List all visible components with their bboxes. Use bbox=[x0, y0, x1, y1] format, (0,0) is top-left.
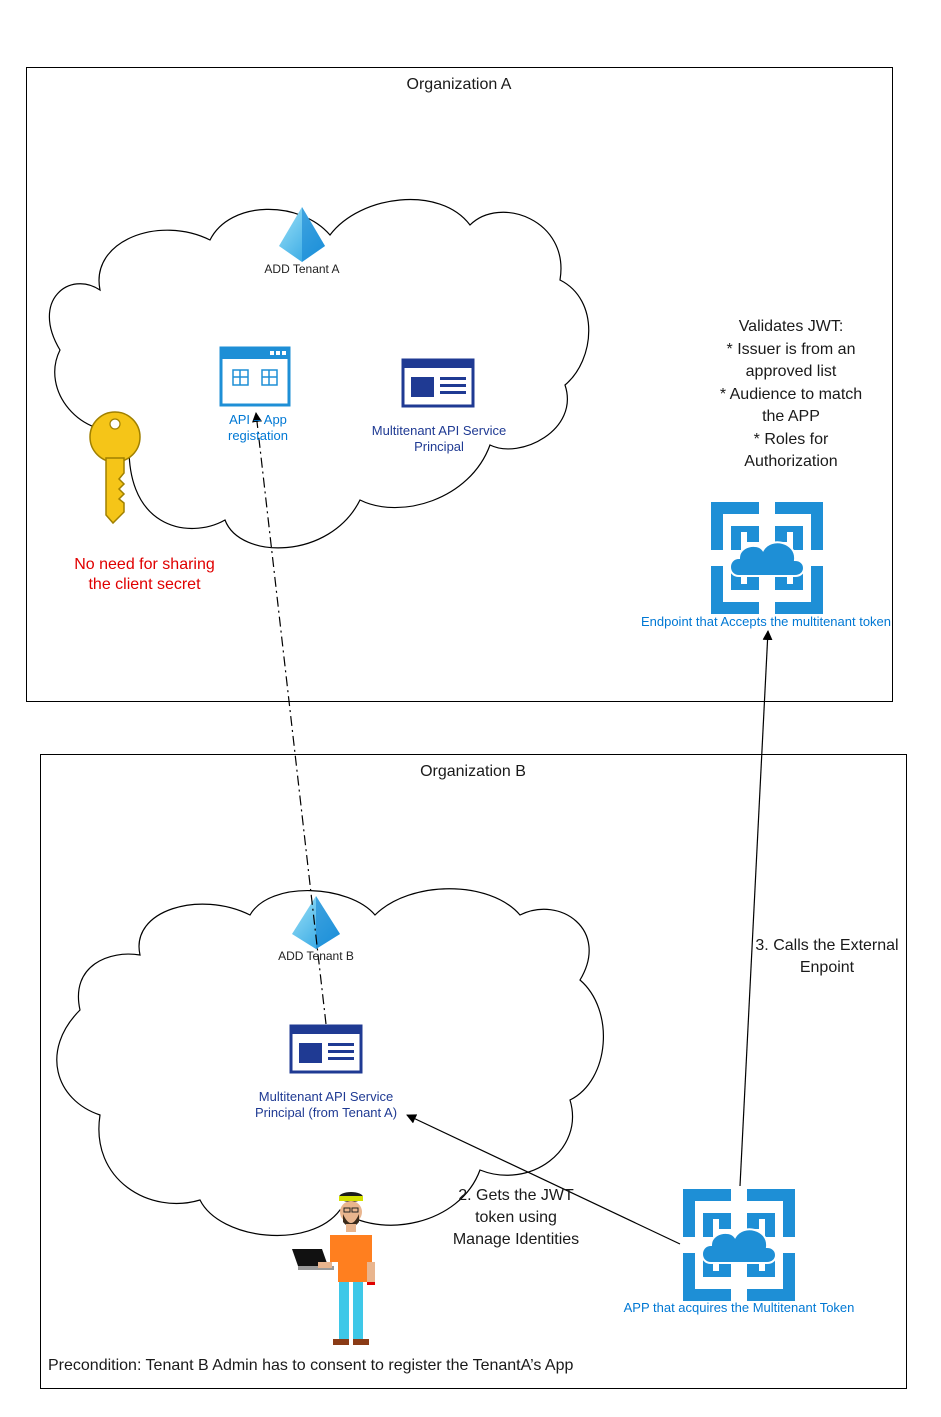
no-secret-note: No need for sharing the client secret bbox=[74, 556, 215, 593]
service-principal-b-icon bbox=[289, 1024, 363, 1074]
key-icon bbox=[89, 411, 141, 525]
admin-person-icon bbox=[292, 1192, 375, 1345]
jwt-validation-note: Validates JWT: * Issuer is from an appro… bbox=[719, 318, 863, 470]
tenant-a-cloud bbox=[48, 198, 590, 549]
multitenant-sp-a-label: Multitenant API Service Principal bbox=[371, 423, 507, 455]
step2-arrow bbox=[406, 1114, 681, 1245]
service-principal-a-icon bbox=[401, 358, 475, 408]
endpoint-cloud-app-icon bbox=[711, 502, 823, 614]
organization-b-title: Organization B bbox=[420, 763, 526, 780]
organization-a-box bbox=[26, 67, 893, 702]
tenant-a-pyramid-icon bbox=[279, 207, 325, 262]
endpoint-label: Endpoint that Accepts the multitenant to… bbox=[640, 614, 892, 629]
step3-label: 3. Calls the External Enpoint bbox=[755, 937, 899, 976]
app-label: APP that acquires the Multitenant Token bbox=[623, 1300, 855, 1315]
tenant-b-label: ADD Tenant B bbox=[278, 949, 354, 963]
organization-a-title: Organization A bbox=[406, 76, 512, 93]
consent-link-line bbox=[252, 412, 327, 1025]
app-registration-icon bbox=[219, 346, 291, 407]
step2-label: 2. Gets the JWT token using Manage Ident… bbox=[452, 1187, 580, 1248]
app-cloud-app-icon bbox=[683, 1189, 795, 1301]
api-app-registration-label: API – App registation bbox=[228, 412, 288, 444]
organization-b-box bbox=[40, 754, 907, 1389]
tenant-b-pyramid-icon bbox=[292, 896, 340, 949]
step3-arrow bbox=[739, 630, 773, 1187]
tenant-a-label: ADD Tenant A bbox=[264, 262, 340, 276]
multitenant-sp-b-label: Multitenant API Service Principal (from … bbox=[254, 1089, 398, 1121]
precondition-note: Precondition: Tenant B Admin has to cons… bbox=[48, 1357, 574, 1374]
